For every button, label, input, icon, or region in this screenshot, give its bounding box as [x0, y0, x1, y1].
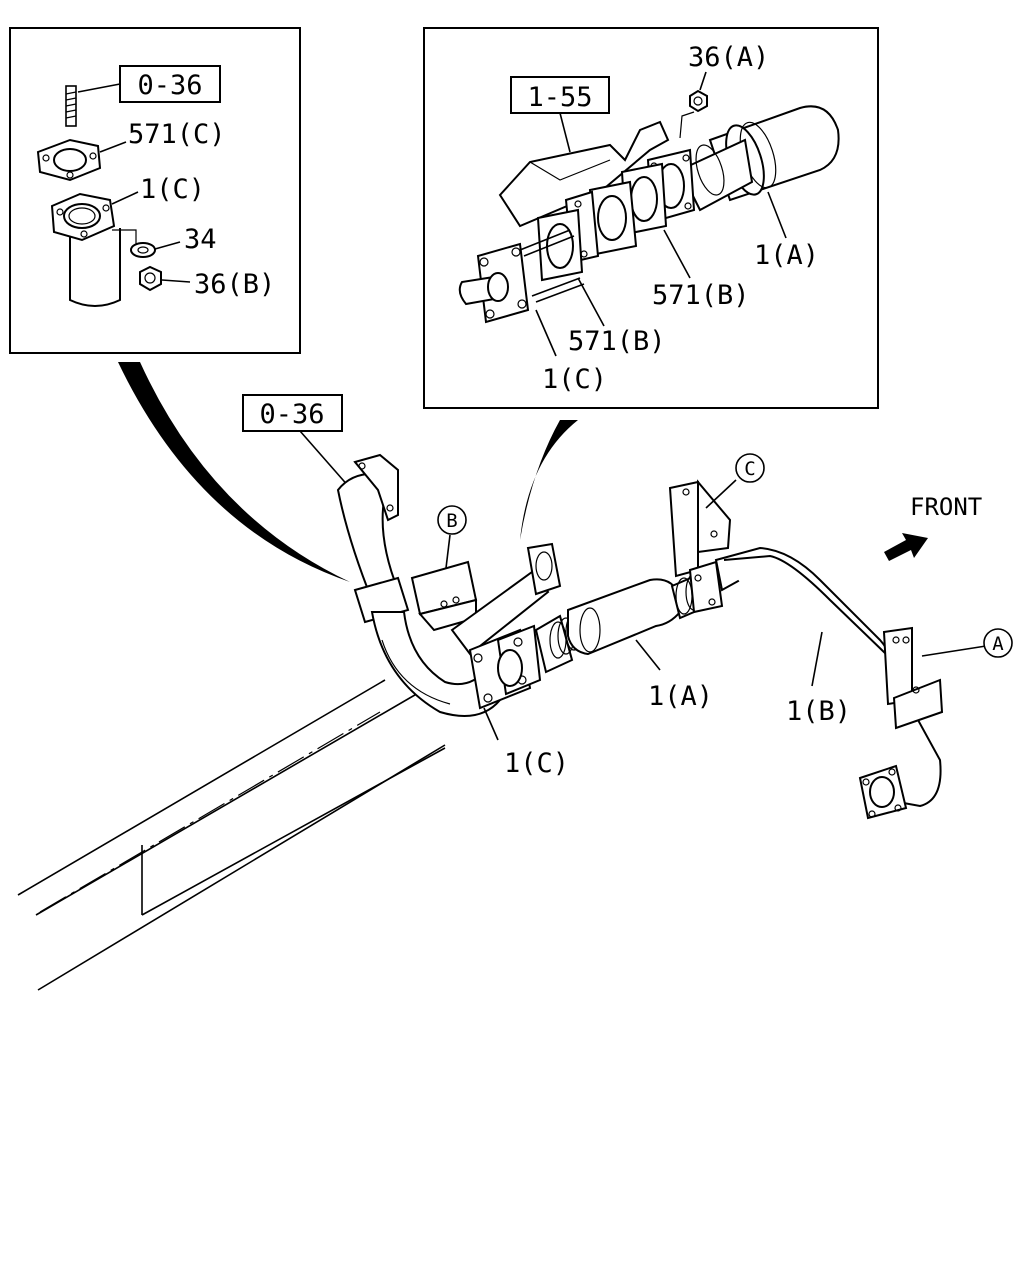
marker-a-text: A: [992, 633, 1004, 655]
main-pipe-1c: [336, 453, 502, 717]
bracket-a: [882, 626, 944, 730]
leader-arc-right: [520, 420, 578, 540]
main-label-1b: 1(B): [786, 696, 851, 727]
marker-b-text: B: [446, 510, 457, 532]
right-inset-ref-box[interactable]: [510, 76, 610, 114]
right-label-571b-lower: 571(B): [568, 326, 666, 357]
right-label-571b-upper: 571(B): [652, 280, 750, 311]
main-ref-text: 0-36: [259, 399, 324, 430]
marker-c-text: C: [744, 458, 755, 480]
main-label-1a: 1(A): [648, 681, 713, 712]
left-label-34: 34: [184, 224, 217, 255]
chassis-frame-rail: [17, 679, 446, 991]
left-label-1c: 1(C): [140, 174, 205, 205]
main-label-1c: 1(C): [504, 748, 569, 779]
marker-a[interactable]: A: [983, 628, 1013, 658]
main-pipe-1b-tail-flange: [858, 764, 908, 820]
right-label-1c: 1(C): [542, 364, 607, 395]
right-inset: 1-55 36(A): [423, 27, 879, 409]
marker-c[interactable]: C: [735, 453, 765, 483]
right-inset-ref-text: 1-55: [527, 82, 592, 113]
gasket-571b-lower-part: [536, 208, 584, 282]
pipe-1c-part: [50, 192, 121, 307]
main-ref-box[interactable]: [242, 394, 343, 432]
main-pipe-1c-horizontal: [450, 542, 562, 656]
left-inset-ref-text: 0-36: [137, 70, 202, 101]
bracket-c: [668, 479, 732, 614]
right-label-36a: 36(A): [688, 42, 769, 73]
main-joint-flange: [468, 624, 542, 710]
nut-36a-part: [689, 89, 708, 113]
main-pipe-1a: [534, 572, 710, 674]
stud-bolt-part: [65, 85, 77, 127]
nut-36b-part: [139, 265, 162, 292]
left-inset-ref-box[interactable]: [119, 65, 221, 103]
left-label-36b: 36(B): [194, 269, 275, 300]
marker-b[interactable]: B: [437, 505, 467, 535]
leader-arc-left: [118, 362, 350, 582]
washer-34-part: [130, 242, 156, 258]
left-inset: 0-36 571(C) 1(C): [9, 27, 301, 354]
front-label: FRONT: [910, 493, 982, 521]
flange-middle-part: [564, 180, 638, 264]
gasket-571c-part: [36, 138, 102, 182]
arrow-icon: [884, 533, 928, 561]
left-label-571c: 571(C): [128, 119, 226, 150]
right-label-1a: 1(A): [754, 240, 819, 271]
bracket-b: [410, 560, 478, 632]
pipe-1c-end-part: [458, 229, 585, 324]
main-assembly: 0-36: [242, 394, 1013, 820]
